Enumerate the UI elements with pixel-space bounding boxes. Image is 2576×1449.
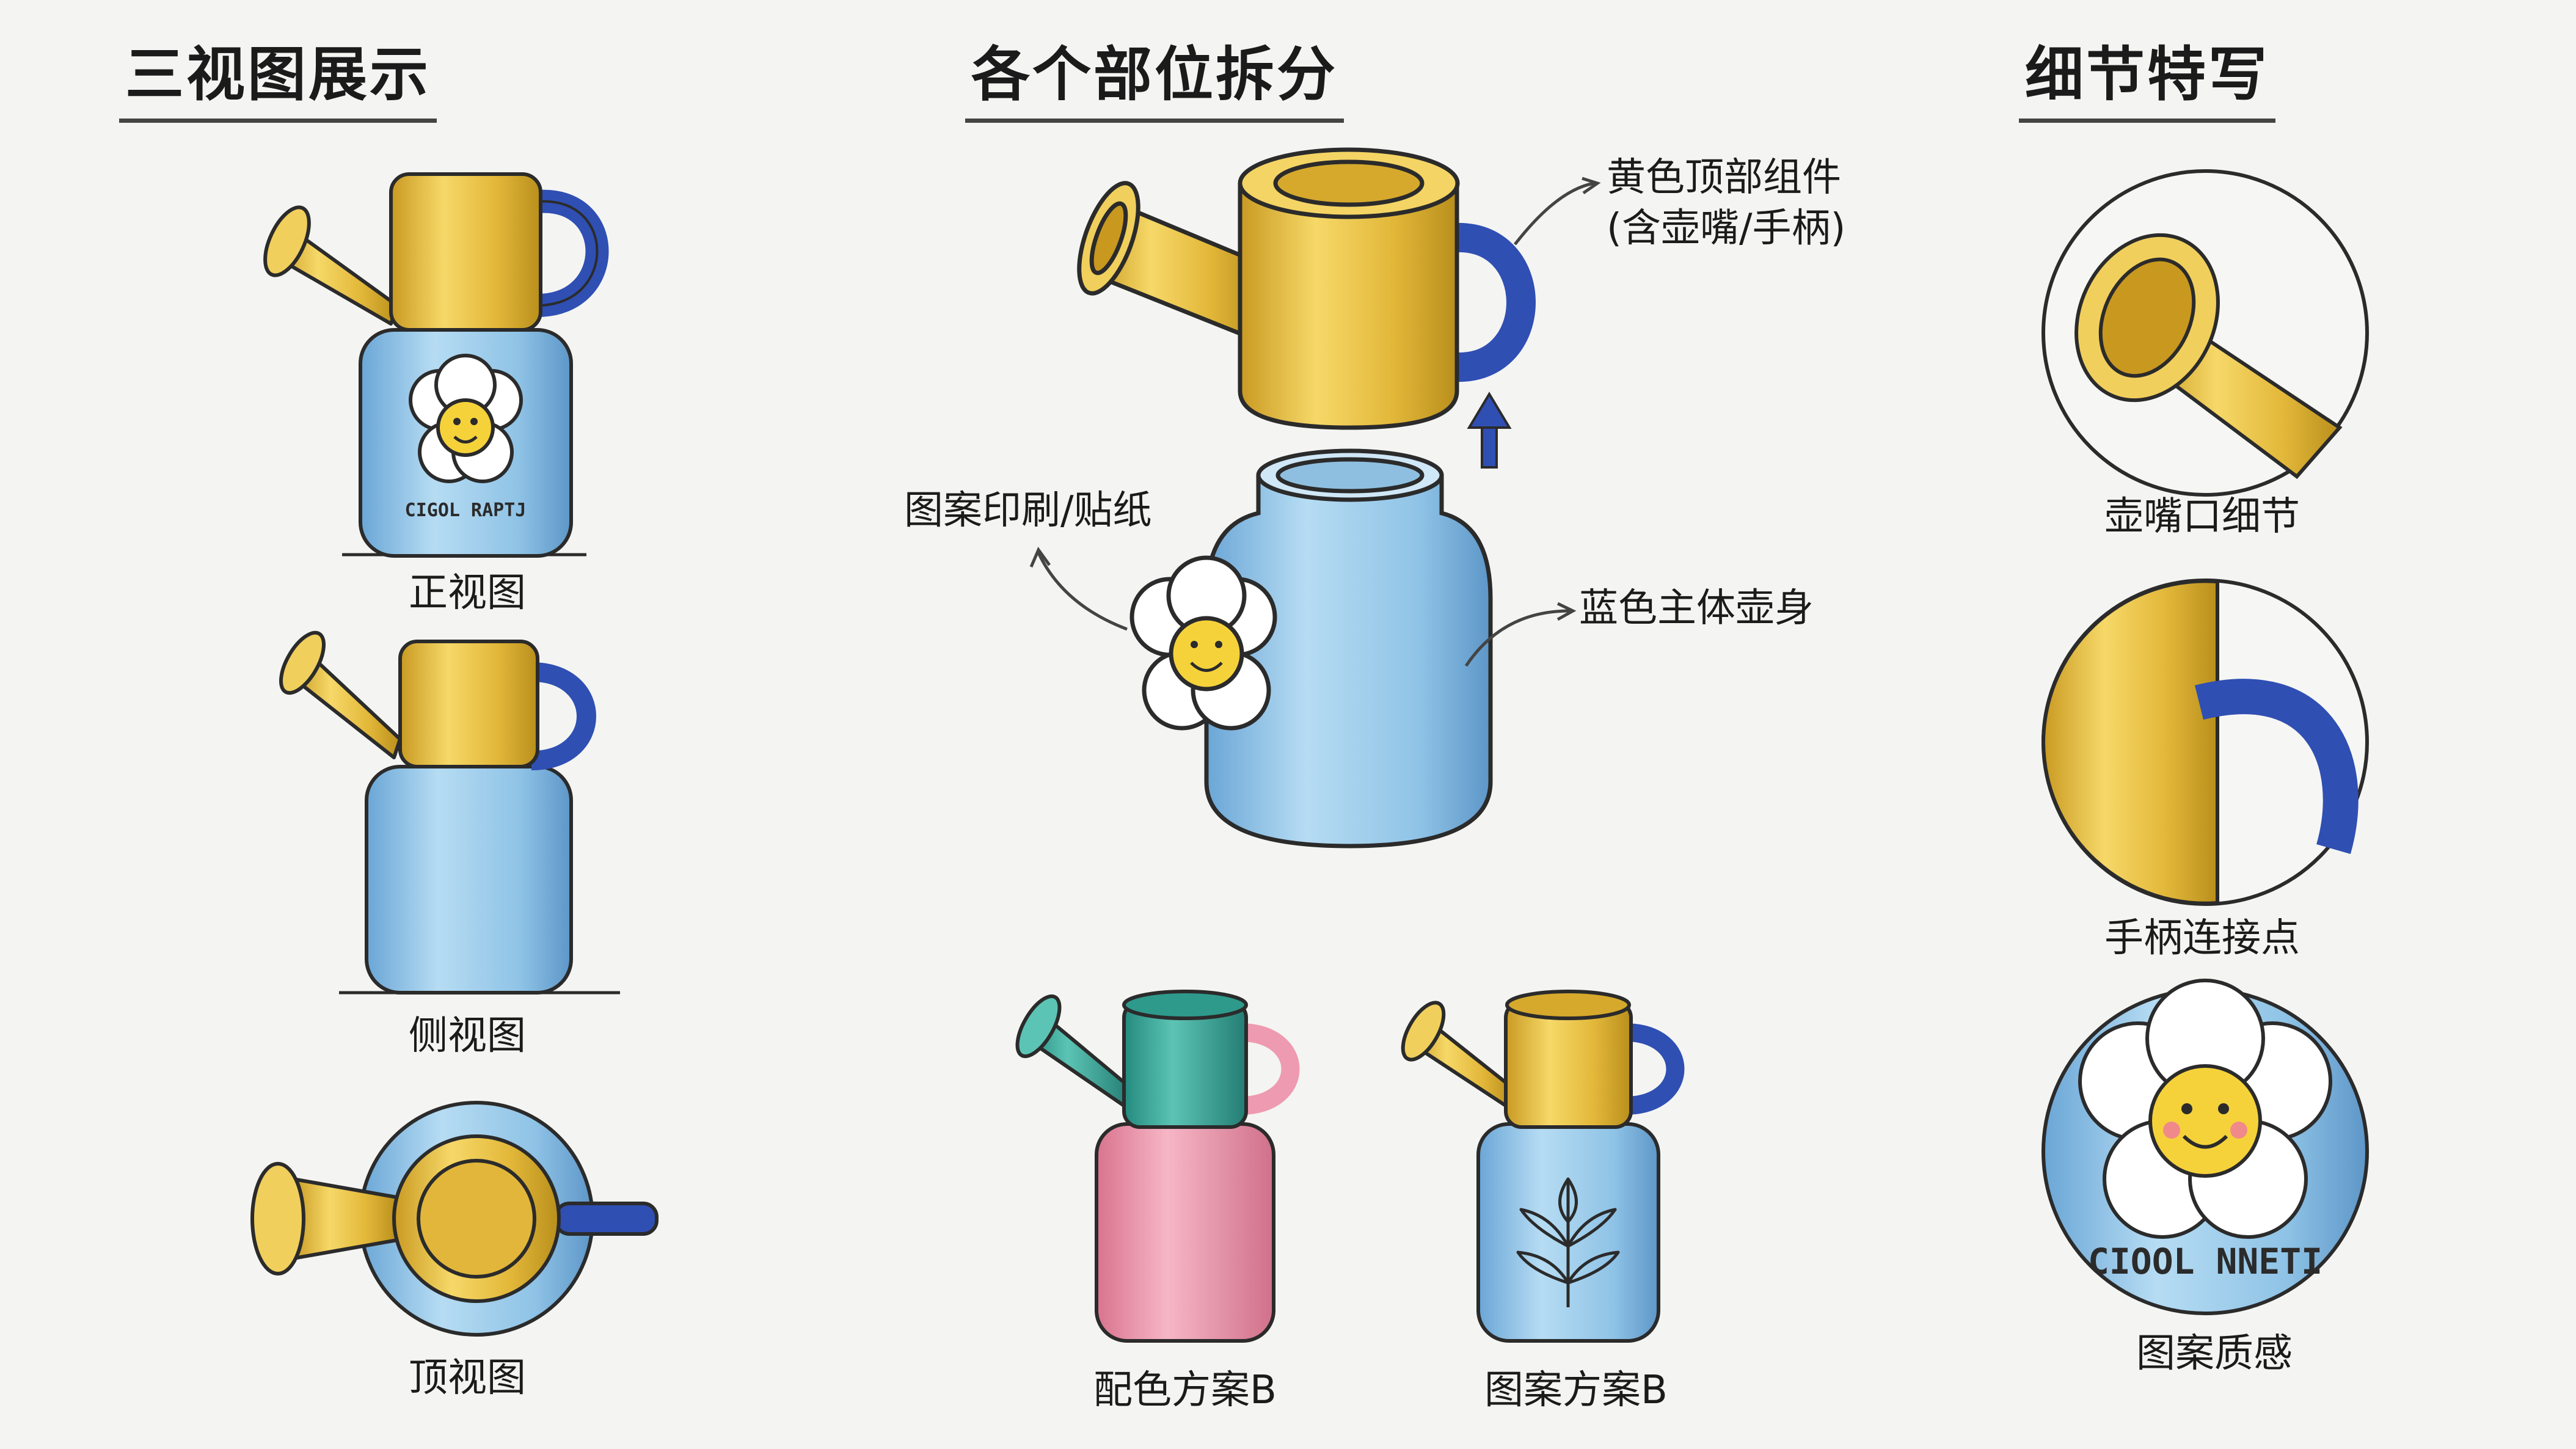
variant-color-scheme-b <box>1015 990 1300 1343</box>
heading-parts-breakdown: 各个部位拆分 <box>965 42 1344 123</box>
label-pattern-texture: 图案质感 <box>2136 1331 2293 1376</box>
exploded-yellow-top <box>1077 147 1536 430</box>
flower-sticker <box>409 354 523 483</box>
assembly-arrow <box>1467 392 1512 469</box>
label-pattern-scheme-b: 图案方案B <box>1484 1368 1668 1413</box>
leaf-pattern <box>1516 1177 1620 1307</box>
detail-pattern-circle <box>2041 979 2369 1315</box>
heading-three-views: 三视图展示 <box>119 42 437 123</box>
label-color-scheme-b: 配色方案B <box>1093 1368 1277 1413</box>
heading-detail-closeup: 细节特写 <box>2019 42 2275 123</box>
callout-blue-body: 蓝色主体壶身 <box>1579 586 1814 631</box>
detail-handle-circle <box>2041 579 2369 906</box>
label-handle-joint: 手柄连接点 <box>2104 916 2300 961</box>
callout-arrows <box>1029 177 1601 667</box>
detail-sticker-text: CIOOL NNETI <box>2088 1241 2322 1282</box>
side-view-drawing <box>279 630 620 995</box>
detail-spout-circle <box>2041 169 2369 497</box>
variant-pattern-scheme-b <box>1401 990 1685 1343</box>
exploded-blue-body <box>1129 448 1493 849</box>
front-sticker-text: CIGOL RAPTJ <box>405 500 527 521</box>
label-side-view: 侧视图 <box>409 1013 526 1059</box>
front-view-drawing <box>263 172 609 558</box>
label-front-view: 正视图 <box>409 571 526 616</box>
top-view-drawing <box>250 1101 659 1337</box>
callout-yellow-top: 黄色顶部组件 (含壶嘴/手柄) <box>1607 153 1846 254</box>
exploded-flower-sticker <box>1129 555 1277 731</box>
front-smiley <box>453 418 478 443</box>
callout-yellow-top-line2: (含壶嘴/手柄) <box>1607 206 1846 252</box>
label-spout-mouth-detail: 壶嘴口细节 <box>2104 494 2300 539</box>
label-top-view: 顶视图 <box>409 1356 526 1401</box>
callout-pattern-print: 图案印刷/贴纸 <box>904 488 1152 533</box>
callout-yellow-top-line1: 黄色顶部组件 <box>1607 155 1841 200</box>
